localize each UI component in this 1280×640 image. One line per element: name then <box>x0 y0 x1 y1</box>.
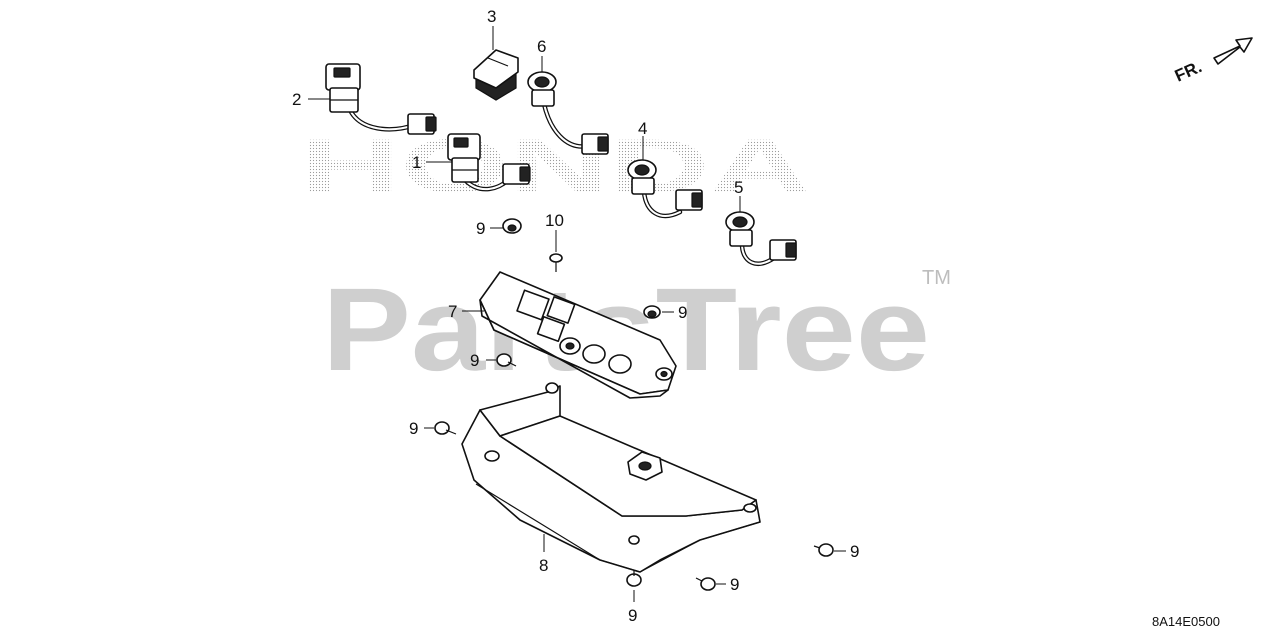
trademark-mark: TM <box>922 267 951 289</box>
part-8-lower-cover <box>461 382 761 573</box>
part-5-socket-harness <box>725 211 797 266</box>
callout-9-panel-left: 9 <box>470 351 479 370</box>
fastener-c <box>496 353 517 367</box>
callout-10: 10 <box>545 211 564 230</box>
callout-9-top: 9 <box>476 219 485 238</box>
front-arrow-icon <box>1213 37 1253 65</box>
callout-9-panel-right: 9 <box>678 303 687 322</box>
part-7-switch-panel <box>479 271 677 399</box>
leader-lines <box>308 26 846 602</box>
callout-4: 4 <box>638 119 647 138</box>
part-3-switch-cap <box>473 49 519 101</box>
fastener-a <box>502 218 522 234</box>
part-4-socket-harness <box>627 159 703 219</box>
part-6-socket-harness <box>527 71 609 155</box>
diagram-code: 8A14E0500 <box>1152 614 1220 629</box>
callout-1: 1 <box>412 153 421 172</box>
part-1-switch-harness <box>447 133 531 192</box>
callout-7: 7 <box>448 302 457 321</box>
callout-6: 6 <box>537 37 546 56</box>
part-2-switch-harness <box>325 63 437 135</box>
callout-5: 5 <box>734 178 743 197</box>
fastener-d <box>434 421 457 435</box>
callout-9-cover-left: 9 <box>409 419 418 438</box>
fastener-b <box>643 305 661 319</box>
fastener-f <box>695 577 716 591</box>
callout-9-cover-bottom-right: 9 <box>730 575 739 594</box>
callout-9-cover-bottom: 9 <box>628 606 637 625</box>
callout-9-cover-right: 9 <box>850 542 859 561</box>
fastener-e <box>813 543 834 557</box>
honda-watermark: HONDA <box>300 124 810 209</box>
part-10-screw <box>549 253 563 272</box>
callout-3: 3 <box>487 7 496 26</box>
part-9-fasteners <box>434 218 834 591</box>
callout-2: 2 <box>292 90 301 109</box>
fastener-g <box>626 570 642 587</box>
front-label: FR. <box>1172 57 1205 85</box>
callout-8: 8 <box>539 556 548 575</box>
front-direction-indicator: FR. <box>1172 37 1253 86</box>
